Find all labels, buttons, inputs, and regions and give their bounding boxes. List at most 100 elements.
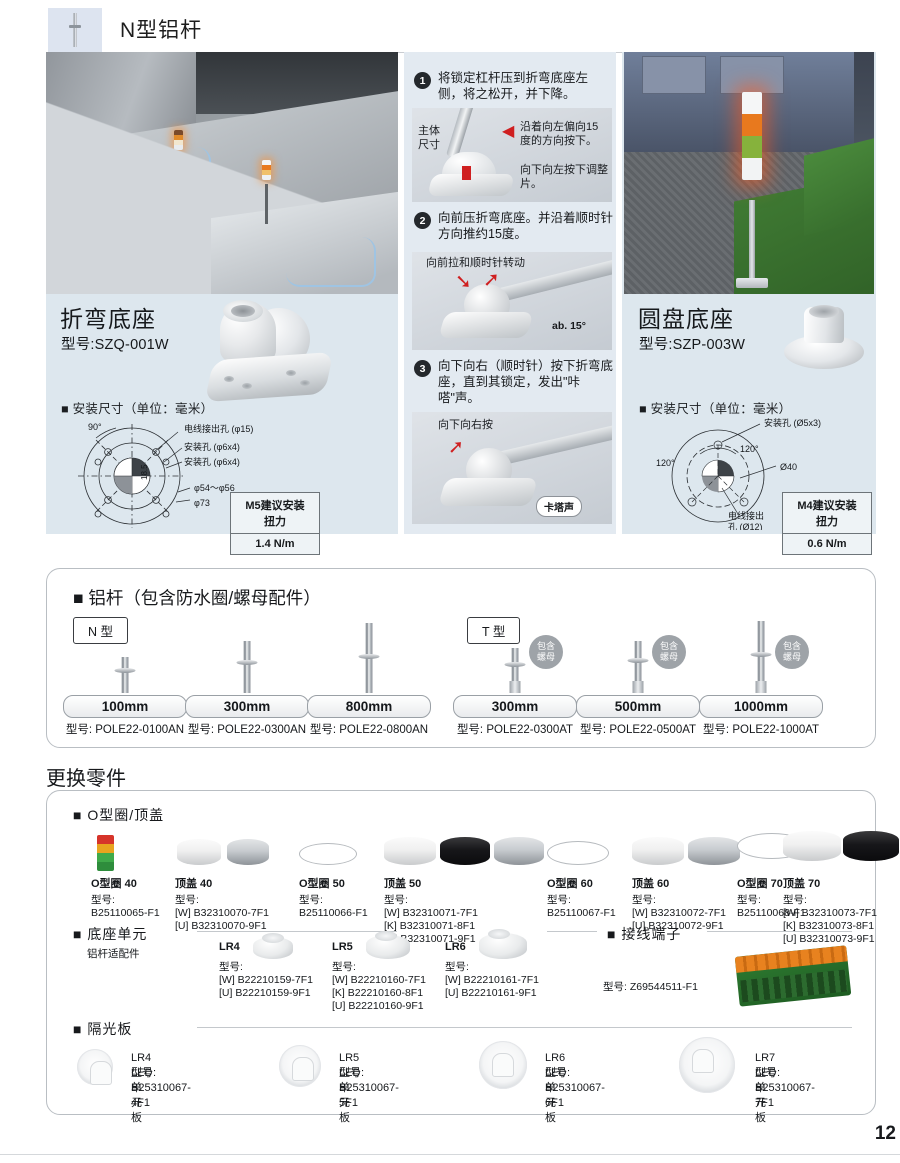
pole-item-t-1[interactable]: 包含 螺母 500mm 型号: POLE22-0500AT: [576, 621, 700, 736]
shield-name: LR4 LED单元板: [131, 1052, 153, 1124]
shield-name: LR7 LED单元板: [755, 1052, 777, 1124]
base-unit-divider: [197, 931, 397, 932]
svg-text:Ø40: Ø40: [780, 462, 797, 472]
step-1-number: 1: [414, 72, 431, 89]
part-prefix: 型号:: [332, 961, 356, 973]
disc-base-model: 型号:SZP-003W: [639, 337, 746, 353]
page-number: 12: [874, 1123, 896, 1144]
disc-base-torque-table: M4建议安装扭力 0.6 N/m: [782, 492, 872, 555]
part-code: [U] B32310073-9F1: [783, 933, 875, 945]
svg-text:电线接出: 电线接出: [728, 510, 764, 521]
part-code: B25110068-F1: [737, 907, 806, 919]
bent-base-model: 型号:SZQ-001W: [61, 337, 169, 353]
shield-model: 型号: B25310067-4F1: [131, 1067, 191, 1109]
part-prefix: 型号:: [445, 961, 469, 973]
shield-name: LR5 LED单元板: [339, 1052, 361, 1124]
terminal-model: 型号: Z69544511-F1: [603, 981, 698, 993]
step-2-text: 向前压折弯底座。并沿着顺时针方向推约15度。: [438, 211, 614, 241]
cap-black-icon: [440, 837, 490, 865]
part-code: [W] B32310071-7F1: [384, 907, 478, 919]
torque-head: M4建议安装扭力: [783, 493, 871, 534]
shield-model: 型号: B25310067-6F1: [545, 1067, 605, 1109]
terminal-block-icon: [734, 945, 852, 1007]
shield-name: LR6 LED单元板: [545, 1052, 567, 1124]
pole-item-n-2[interactable]: 800mm 型号: POLE22-0800AN: [307, 621, 431, 736]
step-2-image: [412, 252, 612, 350]
pole-model-label: 型号: POLE22-0500AT: [579, 724, 697, 736]
pole-model-label: 型号: POLE22-0300AT: [456, 724, 574, 736]
part-prefix: 型号:: [299, 894, 323, 906]
base-unit-lr6[interactable]: LR6 型号: [W] B22210161-7F1 [U] B22210161-…: [445, 929, 555, 1000]
part-name: LR5: [332, 941, 353, 953]
part-code: B25110066-F1: [299, 907, 368, 919]
part-code: [U] B32310070-9F1: [175, 920, 267, 932]
part-code: [K] B22210160-8F1: [332, 987, 424, 999]
part-name: O型圈 60: [547, 878, 593, 890]
svg-text:安装孔 (φ6x4): 安装孔 (φ6x4): [184, 441, 240, 452]
base-unit-lr4[interactable]: LR4 型号: [W] B22210159-7F1 [U] B22210159-…: [219, 931, 329, 1000]
part-group-oring50[interactable]: O型圈 50 型号: B25110066-F1: [299, 827, 377, 920]
step-3-note: 向下向右按: [438, 419, 493, 431]
footer-divider: [0, 1154, 900, 1155]
step-2-note: 向前拉和顺时针转动: [426, 257, 525, 269]
part-name: O型圈 70: [737, 878, 783, 890]
step-1-note-left: 沿着向左偏向15度的方向按下。: [520, 121, 599, 147]
pole-type-t-chip: T 型: [467, 617, 521, 644]
oring-icon: [547, 841, 609, 865]
part-code: [U] B22210159-9F1: [219, 987, 311, 999]
step-1-text: 将锁定杠杆压到折弯底座左侧，将之松开，并下降。: [438, 71, 589, 101]
machine-photo-left: [46, 52, 398, 294]
part-code: [U] B32310072-9F1: [632, 920, 724, 932]
svg-text:电线接出孔 (φ15): 电线接出孔 (φ15): [184, 423, 253, 434]
cap-silver-icon: [227, 839, 269, 865]
aluminum-pole-icon: [69, 13, 81, 47]
cap-silver-icon: [688, 837, 740, 865]
bent-base-product-image: [200, 300, 360, 410]
part-code: [U] B22210161-9F1: [445, 987, 537, 999]
svg-text:120°: 120°: [740, 444, 759, 454]
pole-model-label: 型号: POLE22-0800AN: [309, 724, 429, 736]
pole-item-n-0[interactable]: 100mm 型号: POLE22-0100AN: [63, 621, 187, 736]
pole-size-label: 500mm: [576, 695, 700, 718]
svg-text:90°: 90°: [88, 422, 102, 432]
part-group-cap60[interactable]: 顶盖 60 型号: [W] B32310072-7F1 [U] B3231007…: [632, 827, 750, 933]
shield-disc-icon: [77, 1049, 113, 1085]
step-1-image: [412, 108, 612, 202]
part-code: [W] B32310072-7F1: [632, 907, 726, 919]
part-prefix: 型号:: [219, 961, 243, 973]
part-code: [W] B32310070-7F1: [175, 907, 269, 919]
part-group-cap40[interactable]: 顶盖 40 型号: [W] B32310070-7F1 [U] B3231007…: [175, 827, 285, 933]
bent-base-title: 折弯底座: [60, 306, 156, 332]
svg-text:孔 (Ø12): 孔 (Ø12): [728, 522, 763, 530]
shield-disc-icon: [679, 1037, 735, 1093]
part-group-cap70[interactable]: 顶盖 70 型号: [W] B32310073-7F1 [K] B3231007…: [783, 813, 900, 946]
header-icon-box: [48, 8, 102, 52]
bent-base-torque-table: M5建议安装扭力 1.4 N/m: [230, 492, 320, 555]
part-name: 顶盖 40: [175, 878, 213, 890]
cap-white-icon: [177, 839, 221, 865]
cap-white-icon: [632, 837, 684, 865]
part-group-cap50[interactable]: 顶盖 50 型号: [W] B32310071-7F1 [K] B3231007…: [384, 827, 544, 946]
shield-disc-icon: [479, 1041, 527, 1089]
shield-model: 型号: B25310067-5F1: [339, 1067, 399, 1109]
pole-item-n-1[interactable]: 300mm 型号: POLE22-0300AN: [185, 621, 309, 736]
part-name: LR6: [445, 941, 466, 953]
part-name: LR4: [219, 941, 240, 953]
machine-photo-right: [624, 52, 874, 294]
part-group-oring40[interactable]: O型圈 40 型号: B25110065-F1: [91, 827, 169, 920]
pole-size-label: 1000mm: [699, 695, 823, 718]
pole-size-label: 100mm: [63, 695, 187, 718]
pole-item-t-2[interactable]: 包含 螺母 1000mm 型号: POLE22-1000AT: [699, 621, 823, 736]
step-3-click-bubble: 卡塔声: [536, 496, 582, 517]
cap-black-icon: [843, 831, 899, 861]
pole-size-label: 800mm: [307, 695, 431, 718]
step-2-number: 2: [414, 212, 431, 229]
svg-text:18.5: 18.5: [140, 464, 149, 480]
part-code: [K] B32310071-8F1: [384, 920, 476, 932]
pole-item-t-0[interactable]: 包含 螺母 300mm 型号: POLE22-0300AT: [453, 621, 577, 736]
shield-disc-icon: [279, 1045, 321, 1087]
nut-included-badge: 包含 螺母: [529, 635, 563, 669]
base-unit-icon: [366, 931, 410, 959]
base-unit-lr5[interactable]: LR5 型号: [W] B22210160-7F1 [K] B22210160-…: [332, 931, 442, 1013]
part-group-oring60[interactable]: O型圈 60 型号: B25110067-F1: [547, 827, 625, 920]
